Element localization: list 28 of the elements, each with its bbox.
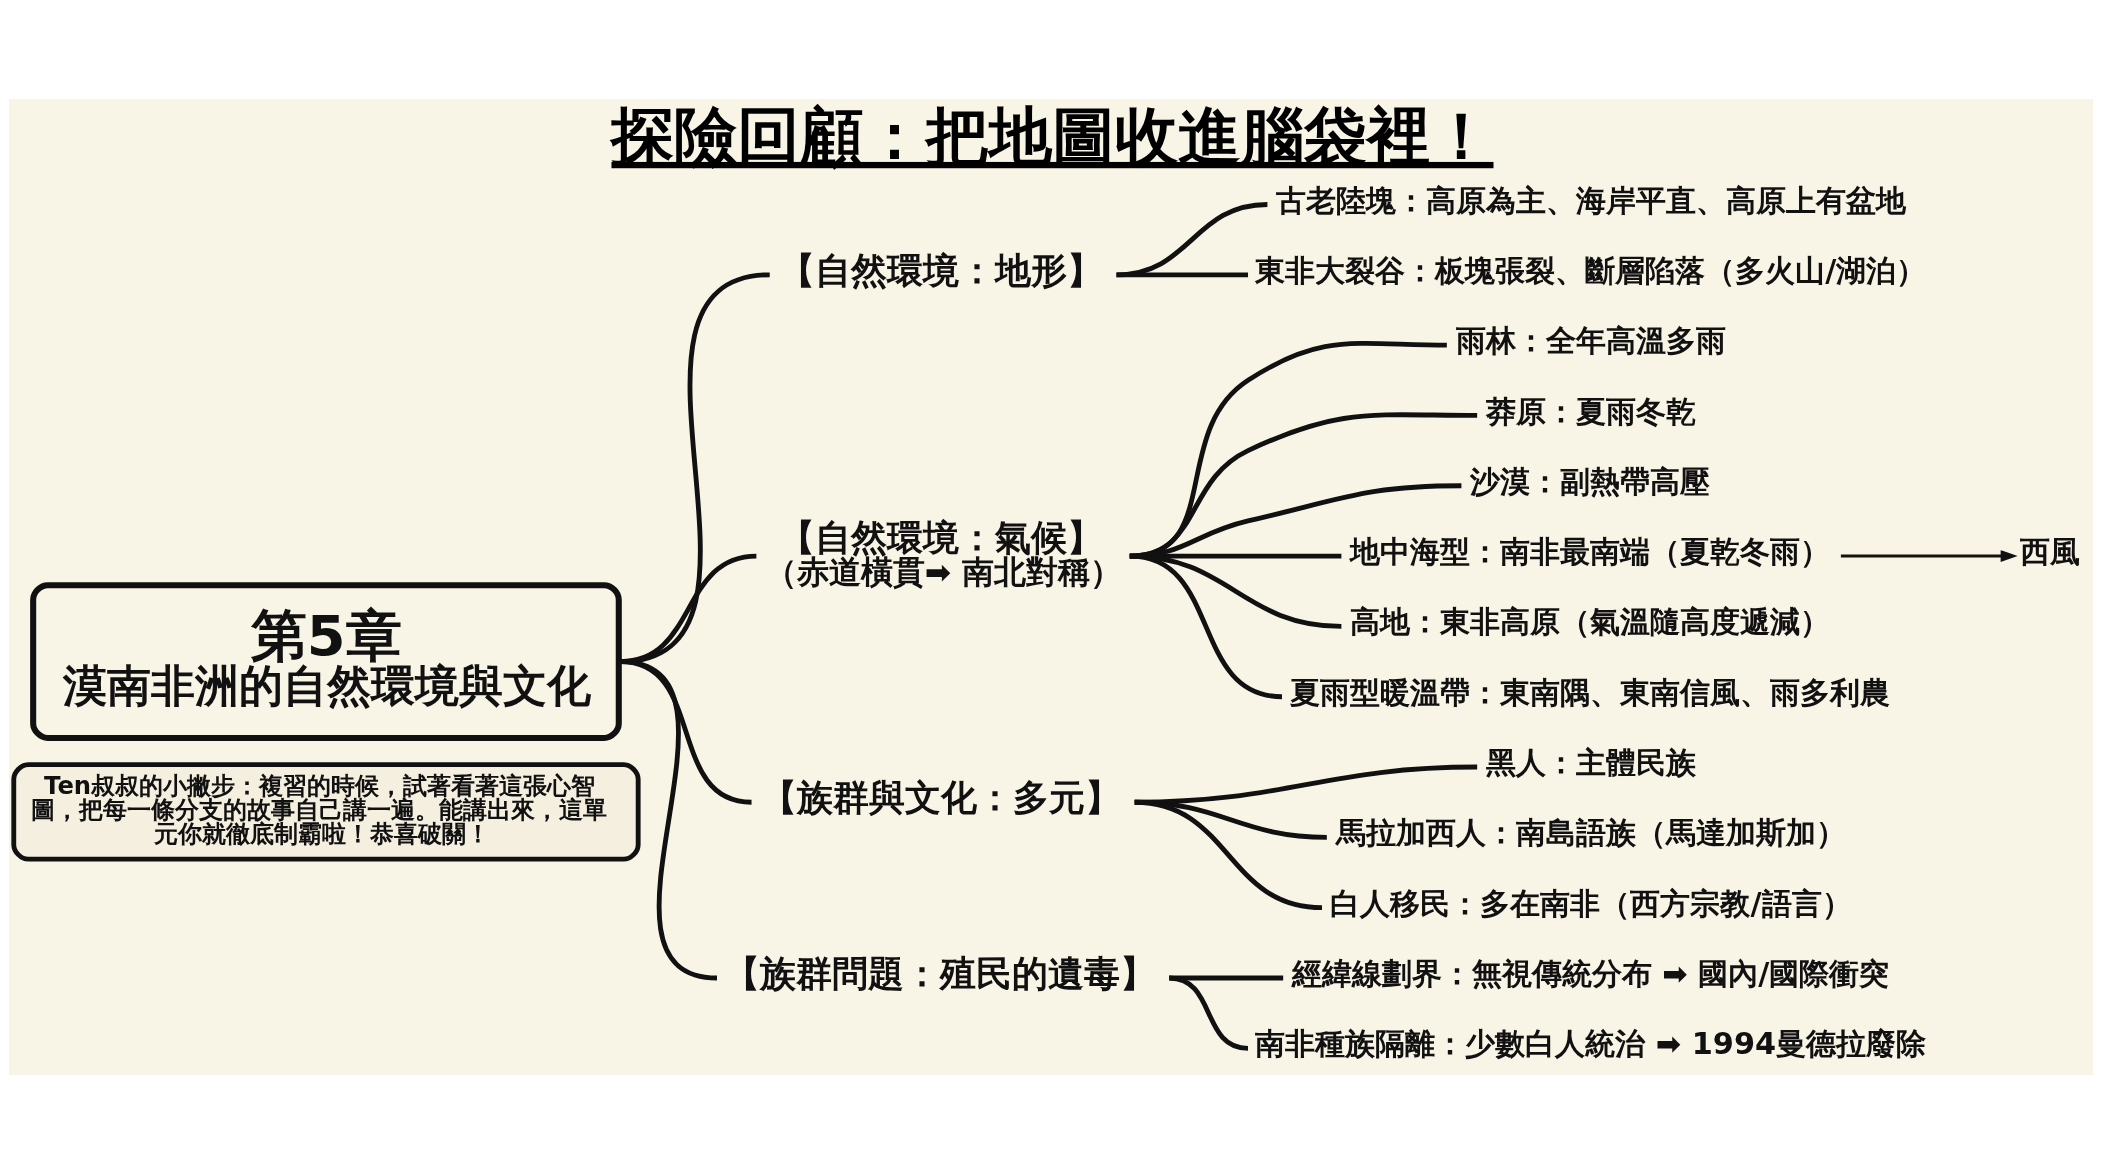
node-text: 【自然環境：氣候】 （赤道橫貫➡ 南北對稱）: [764, 516, 1123, 590]
node-text: 莽原：夏雨冬乾: [1485, 393, 1696, 429]
node-text: 經緯線劃界：無視傳統分布 ➡ 國內/國際衝突: [1291, 956, 1890, 992]
node-text: 西風: [2020, 534, 2081, 570]
node-text: 高地：東非高原（氣溫隨高度遞減）: [1350, 604, 1831, 640]
node-text: 黑人：主體民族: [1485, 745, 1696, 781]
node-text: 古老陸塊：高原為主、海岸平直、高原上有盆地: [1275, 182, 1906, 218]
node-text: 南非種族隔離：少數白人統治 ➡ 1994曼德拉廢除: [1255, 1026, 1927, 1062]
node-box: Ten叔叔的小撇步：複習的時候，試著看著這張心智圖，把每一條分支的故事自己講一遍。能講出來，這單元你就徹底制霸啦！恭喜破關！: [11, 762, 641, 862]
node-text: 【族群問題：殖民的遺毒】: [724, 951, 1157, 995]
node-text: 馬拉加西人：南島語族（馬達加斯加）: [1335, 815, 1846, 851]
connector: [1116, 272, 1248, 278]
arrow: [1840, 550, 2018, 563]
node-text: 白人移民：多在南非（西方宗教/語言）: [1330, 885, 1852, 921]
node-text: 【族群與文化：多元】: [760, 776, 1121, 820]
connector: [1116, 202, 1268, 278]
connector: [1129, 553, 1283, 700]
node-text: 地中海型：南非最南端（夏乾冬雨）: [1350, 534, 1831, 570]
node-box: 第5章 漠南非洲的自然環境與文化: [30, 582, 622, 741]
node-text: 東非大裂谷：板塊張裂、斷層陷落（多火山/湖泊）: [1255, 252, 1927, 288]
node-text: 雨林：全年高溫多雨: [1455, 323, 1726, 359]
diagram-title: 探險回顧：把地圖收進腦袋裡！: [611, 98, 1494, 173]
node-text: 沙漠：副熱帶高壓: [1470, 463, 1711, 499]
connector: [1134, 799, 1323, 911]
node-text: 【自然環境：地形】: [778, 248, 1103, 292]
connector: [1168, 975, 1249, 1051]
node-text: 夏雨型暖溫帶：東南隅、東南信風、雨多利農: [1290, 674, 1891, 710]
connector: [620, 659, 718, 981]
